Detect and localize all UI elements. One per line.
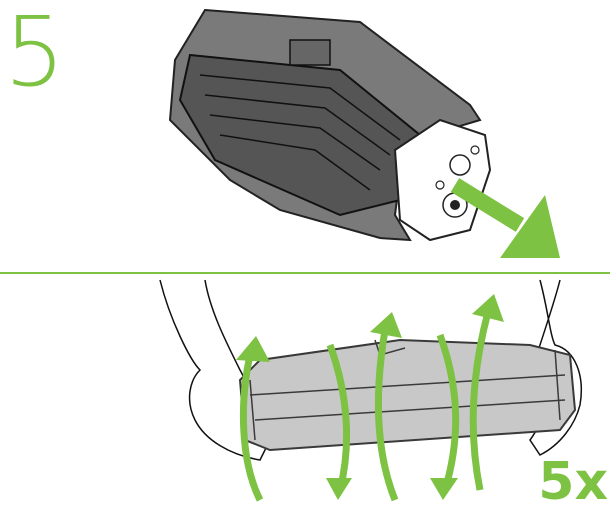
step-number: 5 [4,0,66,108]
arrow-right-down-icon [450,178,560,258]
cartridge-in-bag-illustration [168,8,560,258]
section-divider [0,272,610,274]
toner-cartridge [238,338,577,452]
cartridge-inside-bag [178,53,422,217]
curved-arrow-icon [239,311,492,502]
repeat-count-label: 5x [538,452,608,512]
